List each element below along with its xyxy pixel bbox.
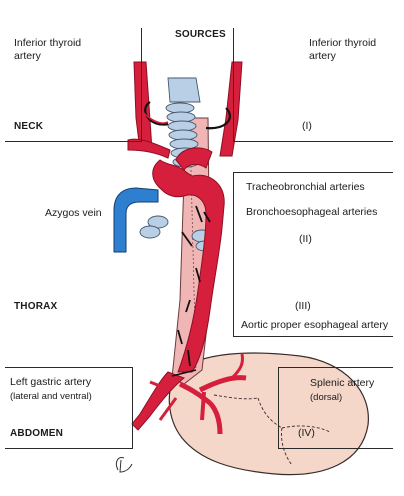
bronchoesophageal-label: Bronchoesophageal arteries [246, 206, 378, 218]
azygos-vein-label: Azygos vein [45, 207, 102, 219]
abdomen-region-label: ABDOMEN [10, 428, 64, 439]
aorta [152, 159, 225, 373]
thorax-numeral-iii: (III) [295, 300, 311, 312]
splenic-artery [198, 375, 247, 393]
sources-header: SOURCES [175, 29, 226, 40]
esophageal-branches [177, 205, 211, 367]
splenic-label: Splenic artery [310, 377, 375, 389]
neck-right-box [233, 28, 393, 142]
left-gastric-label: Left gastric artery [10, 376, 92, 388]
aortic-proper-label: Aortic proper esophageal artery [241, 319, 389, 331]
thorax-numeral-ii: (II) [299, 233, 312, 245]
abdomen-right-box [278, 367, 393, 449]
thorax-region-label: THORAX [14, 301, 58, 312]
neck-arteries [127, 61, 243, 159]
neck-region-label: NECK [14, 121, 44, 132]
abdomen-left-box [5, 367, 133, 449]
neck-left-label: Inferior thyroid artery [14, 37, 82, 62]
tracheobronchial-label: Tracheobronchial arteries [246, 181, 365, 193]
abdomen-numeral: (IV) [298, 427, 315, 439]
splenic-sublabel: (dorsal) [310, 392, 343, 403]
neck-right-label: Inferior thyroid artery [309, 37, 377, 62]
neck-numeral: (I) [302, 120, 312, 132]
artist-signature [115, 457, 133, 473]
thorax-right-box [233, 172, 393, 337]
neck-left-box [5, 28, 142, 142]
left-gastric-sublabel: (lateral and ventral) [10, 391, 92, 402]
azygos-vein [113, 187, 159, 253]
